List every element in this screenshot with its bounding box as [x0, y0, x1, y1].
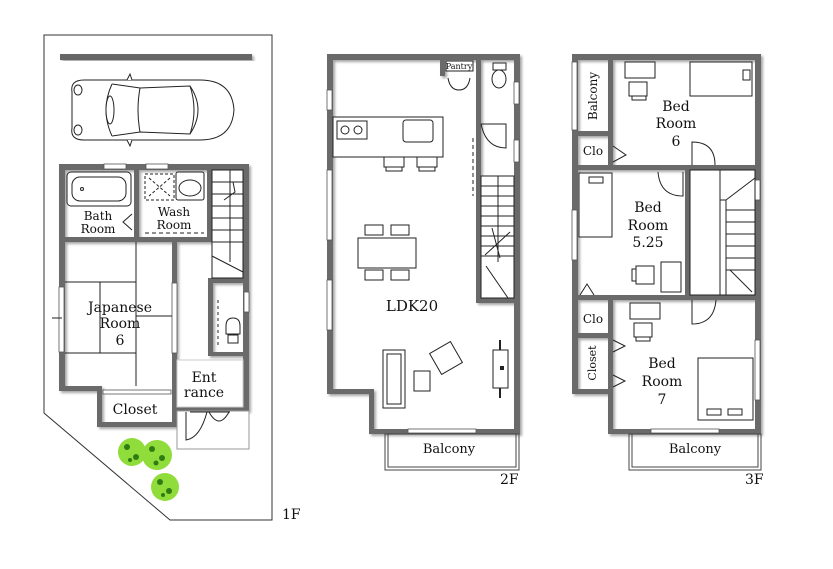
window: [513, 139, 520, 163]
room-label-bed-525: Bed: [634, 200, 662, 216]
armchair-icon: [428, 340, 464, 376]
window: [103, 163, 127, 170]
wash-basin-icon: [175, 171, 205, 201]
room-label-entrance: Ent: [192, 370, 217, 386]
room-size-bed-6: 6: [672, 134, 681, 150]
window: [326, 279, 333, 331]
car-icon: [71, 72, 235, 148]
coffee-table: [413, 370, 431, 392]
room-size-bed-7: 7: [658, 392, 667, 408]
tatami-lines: [52, 242, 172, 386]
bathtub-icon: [66, 171, 132, 207]
window: [754, 339, 761, 401]
room-label-japanese: Japanese: [86, 300, 152, 316]
room-label-ldk: LDK20: [386, 297, 438, 315]
door-arrow-icon: [122, 213, 133, 231]
window: [145, 163, 169, 170]
room-size-japanese: 6: [116, 333, 125, 349]
kitchen-counter: [332, 116, 444, 172]
window: [326, 89, 333, 111]
room-label-bath-2: Room: [81, 222, 116, 236]
room-label-balcony-3f: Balcony: [669, 442, 722, 457]
desk-chair: [631, 261, 682, 293]
window: [243, 291, 250, 313]
sink-icon: [402, 119, 434, 143]
sofa-icon: [382, 349, 406, 409]
room-label-closet-3f: Closet: [586, 345, 599, 381]
tv-stand: [492, 340, 509, 398]
window: [102, 389, 172, 395]
staircase: [480, 175, 515, 299]
tree-icons: [118, 438, 179, 501]
window: [571, 209, 578, 261]
toilet-icon: [217, 300, 241, 348]
room-label-wash-2: Room: [157, 218, 192, 232]
window: [571, 61, 578, 131]
balcony-2f: [384, 433, 520, 471]
desk-chair: [629, 302, 661, 342]
window: [650, 428, 720, 434]
room-label-clo-2: Clo: [583, 312, 603, 326]
room-size-bed-525: 5.25: [632, 235, 663, 251]
room-label-bed-7-2: Room: [642, 374, 683, 390]
dining-table: [357, 224, 417, 281]
floor-label-1f: 1F: [282, 507, 301, 523]
room-label-bed-7: Bed: [648, 356, 676, 372]
window: [754, 179, 761, 201]
stove-icon: [336, 120, 368, 140]
bed-icon: [697, 357, 754, 421]
room-label-clo-1: Clo: [583, 144, 603, 158]
parking-curb: [60, 54, 252, 60]
room-label-entrance-2: rance: [184, 385, 224, 401]
window: [513, 81, 520, 105]
door-swing: [480, 123, 507, 149]
room-label-japanese-2: Room: [100, 316, 141, 332]
room-label-balcony-3f-small: Balcony: [586, 72, 600, 120]
staircase: [211, 169, 244, 279]
room-label-closet: Closet: [113, 402, 158, 418]
room-label-wash: Wash: [158, 205, 191, 219]
room-label-bath: Bath: [84, 209, 113, 223]
room-label-bed-525-2: Room: [628, 218, 669, 234]
window: [171, 282, 178, 354]
bed-icon: [689, 61, 753, 97]
floor-3f: Balcony Clo Bed Room 6 Bed Room 5.25: [571, 54, 764, 488]
washer-space-icon: [144, 173, 175, 201]
floor-2f: Pantry: [326, 54, 520, 488]
toilet-icon: [491, 62, 507, 89]
entrance-tile: [176, 359, 244, 408]
staircase: [689, 169, 756, 296]
window: [326, 169, 333, 241]
floor-label-3f: 3F: [745, 472, 764, 488]
room-label-balcony-2f: Balcony: [423, 442, 476, 457]
floor-1f: Bath Room Wash Room Japanese Room: [43, 34, 301, 523]
window: [407, 428, 477, 434]
balcony-3f: [628, 433, 762, 471]
room-label-pantry: Pantry: [446, 62, 473, 71]
door-swing: [657, 171, 684, 197]
lot-boundary: [43, 34, 273, 521]
room-label-bed-6: Bed: [662, 99, 690, 115]
room-label-bed-6-2: Room: [656, 116, 697, 132]
pantry-door: [447, 77, 471, 91]
bed-icon: [578, 172, 613, 238]
floor-label-2f: 2F: [500, 472, 519, 488]
window: [58, 286, 65, 353]
desk-chair: [624, 61, 656, 101]
entrance-door: [176, 410, 250, 450]
